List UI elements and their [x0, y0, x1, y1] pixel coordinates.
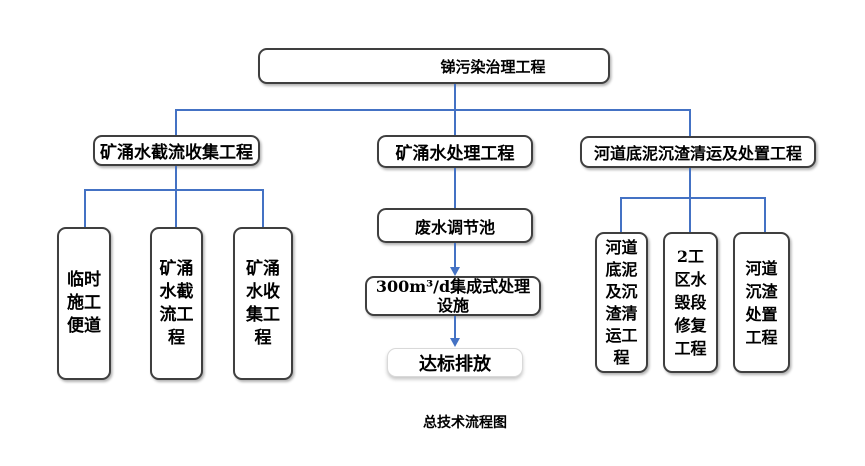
connector-branch1-drop	[175, 109, 177, 135]
leaf-node-mine-water-interception-label: 矿涌 水截 流工 程	[159, 258, 194, 348]
connector-right-subtree-drop	[689, 168, 691, 198]
connector-left-subtree-drop	[175, 166, 177, 190]
root-node-label: 锑污染治理工程	[440, 57, 546, 76]
root-node: 锑污染治理工程	[258, 48, 610, 84]
branch-node-sediment-disposal-label: 河道底泥沉渣清运及处置工程	[593, 144, 802, 163]
connector-right-leaf1-drop	[620, 197, 622, 232]
leaf-node-mine-water-collection: 矿涌 水收 集工 程	[233, 227, 293, 380]
connector-left-leaf3-drop	[262, 189, 264, 227]
connector-right-leaf2-drop	[689, 197, 691, 232]
connector-arrow2-shaft	[454, 316, 456, 340]
branch-node-water-treatment-label: 矿涌水处理工程	[395, 144, 515, 164]
branch-node-sediment-disposal: 河道底泥沉渣清运及处置工程	[580, 136, 816, 168]
diagram-caption: 总技术流程图	[423, 415, 507, 431]
connector-treatment-drop	[454, 168, 456, 208]
leaf-node-mine-water-collection-label: 矿涌 水收 集工 程	[246, 258, 280, 348]
down-arrow-icon	[450, 267, 460, 276]
connector-level1-rail	[175, 109, 691, 111]
leaf-node-temporary-access-road: 临时 施工 便道	[57, 227, 111, 380]
connector-right-leaf3-drop	[764, 197, 766, 232]
leaf-node-riverbed-sediment-disposal: 河道 沉渣 处置 工程	[733, 232, 790, 373]
connector-left-leaf1-drop	[84, 189, 86, 227]
node-standard-discharge-label: 达标排放	[419, 353, 491, 375]
leaf-node-zone2-flood-damage-repair: 2工 区水 毁段 修复 工程	[663, 232, 718, 373]
connector-right-subtree-rail	[620, 197, 766, 199]
connector-left-leaf2-drop	[175, 189, 177, 227]
leaf-node-mine-water-interception: 矿涌 水截 流工 程	[150, 227, 203, 380]
node-standard-discharge: 达标排放	[387, 348, 523, 377]
leaf-node-temporary-access-road-label: 临时 施工 便道	[67, 270, 101, 336]
node-integrated-treatment-facility: 300m³/d集成式处理 设施	[365, 276, 541, 316]
leaf-node-riverbed-sludge-removal-label: 河道 底泥 及沉 渣清 运工 程	[605, 237, 638, 367]
leaf-node-riverbed-sludge-removal: 河道 底泥 及沉 渣清 运工 程	[595, 232, 648, 373]
node-integrated-treatment-facility-label: 300m³/d集成式处理 设施	[375, 277, 531, 315]
node-wastewater-regulating-tank-label: 废水调节池	[414, 217, 495, 237]
node-wastewater-regulating-tank: 废水调节池	[377, 208, 533, 243]
down-arrow-icon	[450, 338, 460, 347]
branch-node-intercept-collection-label: 矿涌水截流收集工程	[100, 143, 253, 163]
branch-node-intercept-collection: 矿涌水截流收集工程	[93, 135, 260, 166]
leaf-node-zone2-flood-damage-repair-label: 2工 区水 毁段 修复 工程	[674, 247, 707, 358]
connector-arrow1-shaft	[454, 243, 456, 269]
connector-branch3-drop	[689, 109, 691, 136]
leaf-node-riverbed-sediment-disposal-label: 河道 沉渣 处置 工程	[745, 258, 778, 347]
connector-left-subtree-rail	[84, 189, 264, 191]
branch-node-water-treatment: 矿涌水处理工程	[377, 135, 533, 168]
